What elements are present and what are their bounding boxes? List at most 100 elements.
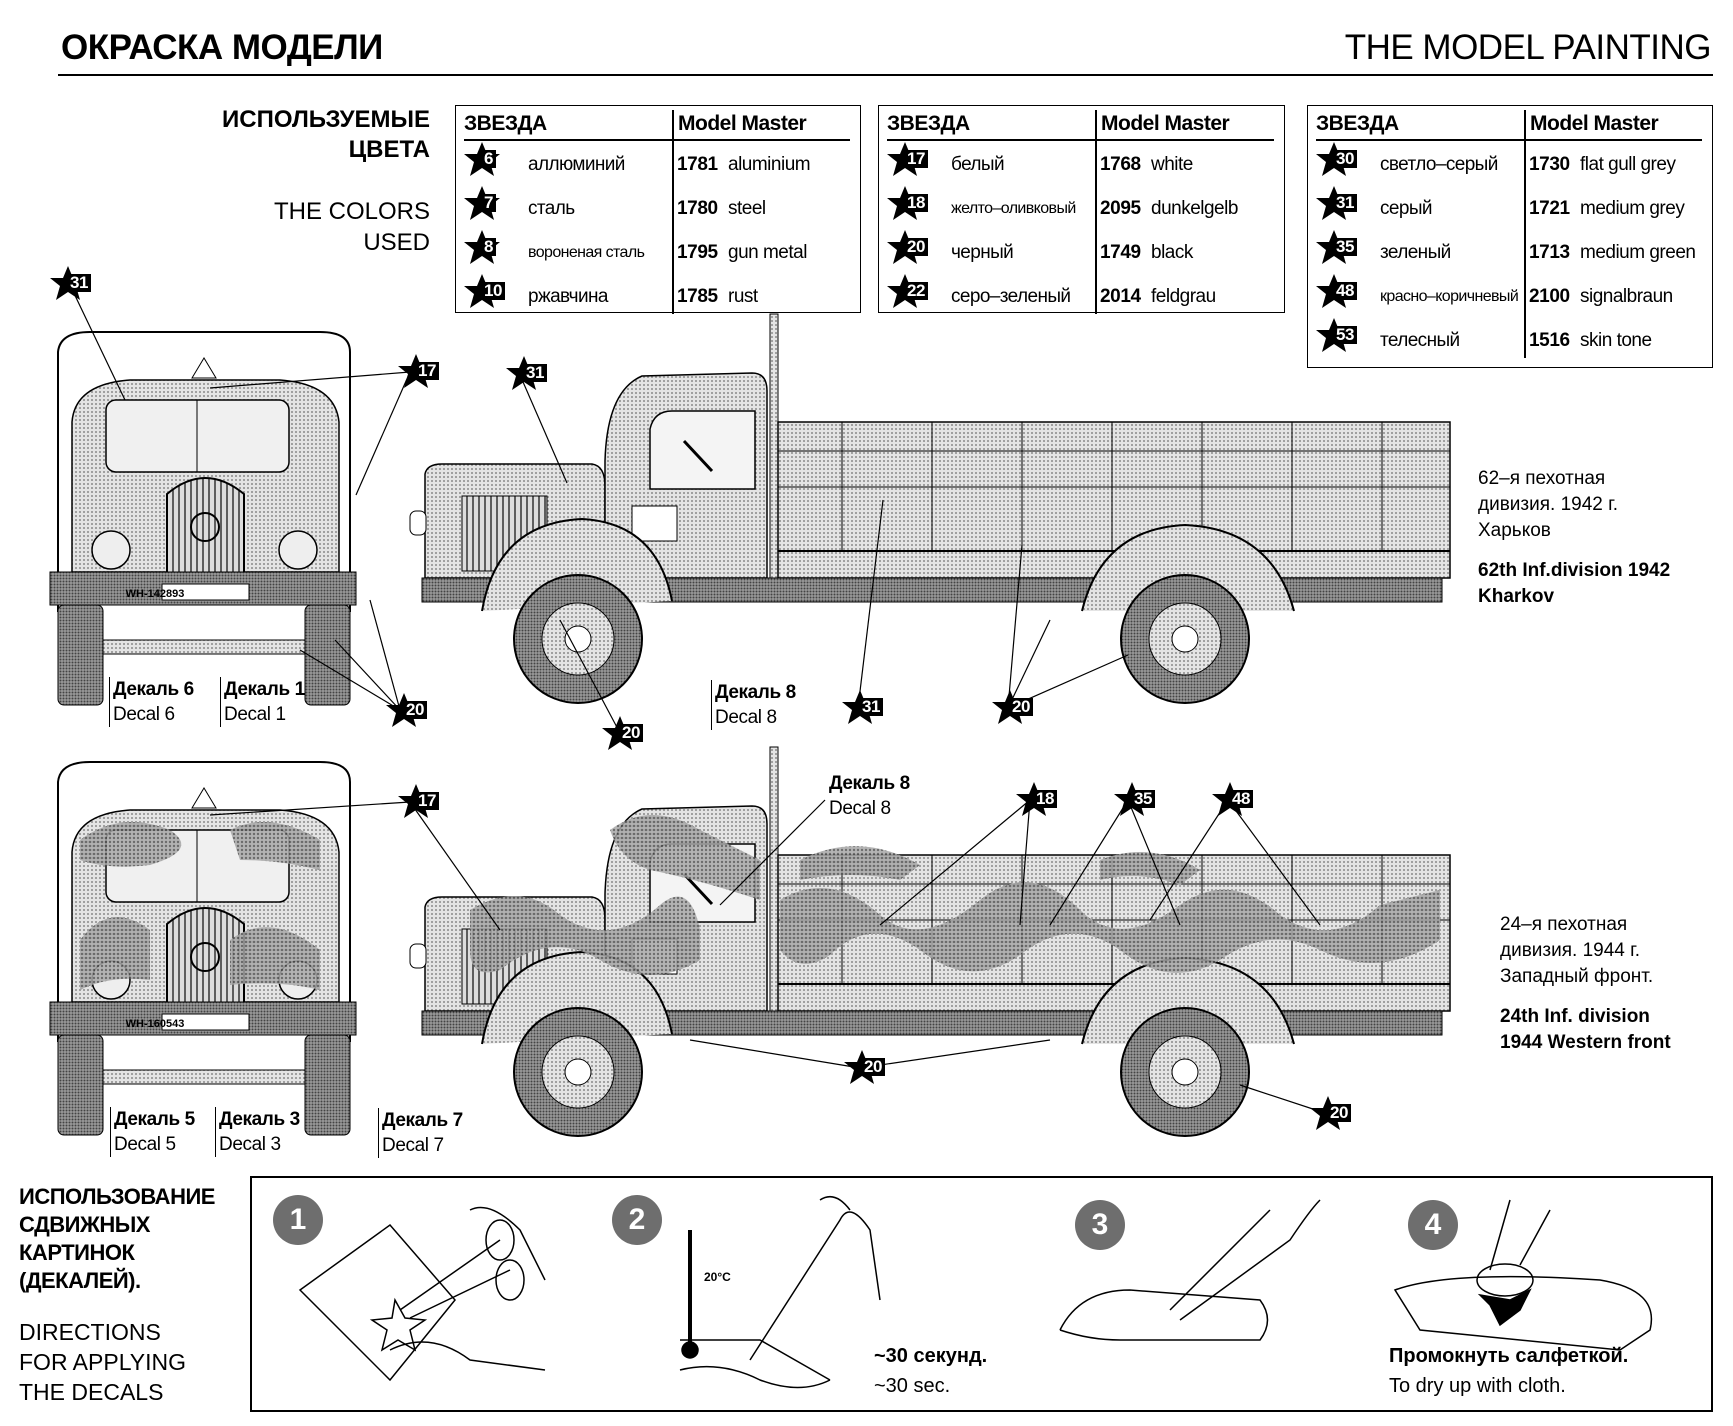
model-master-name: medium grey [1580,198,1685,219]
color-table-1: ЗВЕЗДА Model Master 6 аллюминий 1781 alu… [455,105,861,314]
model-master-name: aluminium [728,154,811,175]
column-divider [672,110,674,314]
color-name-ru: зеленый [1380,242,1451,263]
page-title-ru: ОКРАСКА МОДЕЛИ [61,28,383,67]
color-name-ru: сталь [528,198,575,219]
model-master-code: 1516 [1529,330,1570,351]
color-name-ru: телесный [1380,330,1460,351]
page-title-en: THE MODEL PAINTING [1344,28,1712,67]
color-row: 30 светло–серый 1730 flat gull grey [1308,142,1712,184]
color-star-badge: 31 [1316,186,1364,222]
paint-callout-star: 20 [992,690,1040,726]
paint-callout-star: 48 [1212,782,1260,818]
color-name-ru: вороненая сталь [528,244,645,261]
truck-front-view-1 [49,331,357,706]
model-master-code: 2095 [1100,198,1141,219]
paint-callout-star: 17 [398,784,446,820]
color-row: 22 серо–зеленый 2014 feldgrau [879,274,1284,316]
model-master-name: rust [728,286,758,307]
license-plate-1: WH-142893 [126,588,185,600]
step-2-badge: 2 [612,1195,662,1245]
model-master-name: steel [728,198,766,219]
paint-callout-star: 20 [602,716,650,752]
model-master-name: black [1151,242,1193,263]
color-row: 6 аллюминий 1781 aluminium [456,142,860,184]
camouflage-pattern [80,815,1440,990]
color-table-3: ЗВЕЗДА Model Master 30 светло–серый 1730… [1307,105,1713,368]
color-star-badge: 20 [887,230,935,266]
step-2-caption: ~30 секунд.~30 sec. [874,1345,988,1397]
color-row: 8 вороненая сталь 1795 gun metal [456,230,860,272]
color-row: 18 желто–оливковый 2095 dunkelgelb [879,186,1284,228]
title-divider [58,74,1713,76]
step-4-badge: 4 [1408,1200,1458,1250]
color-row: 20 черный 1749 black [879,230,1284,272]
step-4-caption: Промокнуть салфеткой.To dry up with clot… [1389,1345,1629,1397]
model-master-name: skin tone [1580,330,1652,351]
column-divider [1095,110,1097,314]
color-row: 53 телесный 1516 skin tone [1308,318,1712,360]
colors-heading-ru-1: ИСПОЛЬЗУЕМЫЕ [222,106,430,133]
paint-callout-star: 31 [50,266,98,302]
paint-callout-star: 17 [398,354,446,390]
header-divider [1316,139,1702,141]
step-1-badge: 1 [273,1195,323,1245]
paint-callout-star: 20 [386,693,434,729]
model-master-name: gun metal [728,242,807,263]
column-divider [1524,110,1526,358]
paint-callout-star: 31 [506,356,554,392]
paint-callout-star: 18 [1016,782,1064,818]
colors-heading-en-2: USED [363,229,430,256]
color-star-badge: 30 [1316,142,1364,178]
paint-callout-star: 35 [1114,782,1162,818]
model-master-code: 1785 [677,286,718,307]
color-name-ru: черный [951,242,1014,263]
model-master-name: dunkelgelb [1151,198,1238,219]
color-row: 48 красно–коричневый 2100 signalbraun [1308,274,1712,316]
header-zvezda: ЗВЕЗДА [887,112,970,135]
model-master-code: 1780 [677,198,718,219]
color-star-badge: 8 [464,230,512,266]
header-model-master: Model Master [1530,112,1659,135]
color-star-badge: 35 [1316,230,1364,266]
color-name-ru: светло–серый [1380,154,1498,175]
color-star-badge: 10 [464,274,512,310]
model-master-code: 2014 [1100,286,1141,307]
color-star-badge: 7 [464,186,512,222]
model-master-code: 1768 [1100,154,1141,175]
header-model-master: Model Master [1101,112,1230,135]
header-zvezda: ЗВЕЗДА [464,112,547,135]
color-star-badge: 17 [887,142,935,178]
color-row: 31 серый 1721 medium grey [1308,186,1712,228]
thermometer-label: 20°C [704,1270,731,1284]
license-plate-2: WH-160543 [126,1018,185,1030]
directions-panel [250,1176,1713,1412]
color-row: 35 зеленый 1713 medium green [1308,230,1712,272]
color-star-badge: 48 [1316,274,1364,310]
model-master-code: 1730 [1529,154,1570,175]
model-master-code: 1781 [677,154,718,175]
model-master-code: 1749 [1100,242,1141,263]
color-star-badge: 18 [887,186,935,222]
color-name-ru: белый [951,154,1005,175]
color-row: 17 белый 1768 white [879,142,1284,184]
color-table-2: ЗВЕЗДА Model Master 17 белый 1768 white … [878,105,1285,316]
model-master-code: 1795 [677,242,718,263]
model-master-code: 1721 [1529,198,1570,219]
model-master-code: 2100 [1529,286,1570,307]
header-divider [464,139,850,141]
color-name-ru: ржавчина [528,286,608,307]
model-master-name: feldgrau [1151,286,1216,307]
paint-callout-star: 20 [844,1050,892,1086]
model-master-code: 1713 [1529,242,1570,263]
header-model-master: Model Master [678,112,807,135]
